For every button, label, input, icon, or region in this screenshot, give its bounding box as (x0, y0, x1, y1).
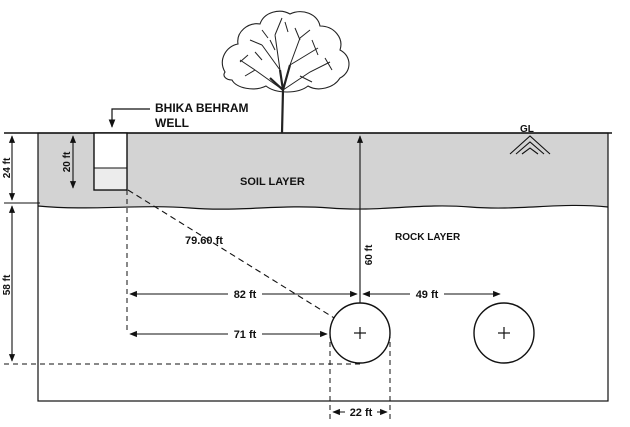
label-backdrop-49 (410, 287, 444, 300)
well-water (95, 168, 126, 189)
rock-depth-label: 58 ft (2, 274, 13, 295)
crosshair-icon (354, 327, 366, 339)
rock-layer-label: ROCK LAYER (395, 232, 461, 243)
tunnel-diameter-label: 22 ft (350, 407, 373, 419)
depth-to-tunnel-label: 60 ft (364, 244, 375, 265)
label-backdrop-22 (345, 405, 377, 418)
soil-layer-label: SOIL LAYER (240, 176, 305, 188)
well-pointer-arrow (108, 108, 150, 128)
well-name-line1: BHIKA BEHRAM (155, 101, 249, 115)
diagonal-distance-label: 79.60 ft (185, 235, 223, 247)
horizontal-71-label: 71 ft (234, 329, 257, 341)
well-name-line2: WELL (155, 116, 189, 130)
ground-level-symbol-icon (509, 135, 551, 155)
label-backdrop-71 (228, 327, 262, 340)
soil-rock-boundary (37, 204, 609, 210)
tunnel-spacing-label: 49 ft (416, 289, 439, 301)
ground-level-label: GL (520, 124, 534, 135)
soil-thickness-label: 24 ft (2, 157, 13, 178)
well-depth-label: 20 ft (62, 151, 73, 172)
crosshair-icon (498, 327, 510, 339)
diagonal-distance-line (127, 189, 361, 335)
tree-icon (221, 10, 350, 134)
label-backdrop-82 (228, 287, 262, 300)
horizontal-82-label: 82 ft (234, 289, 257, 301)
soil-layer-band (38, 133, 608, 210)
